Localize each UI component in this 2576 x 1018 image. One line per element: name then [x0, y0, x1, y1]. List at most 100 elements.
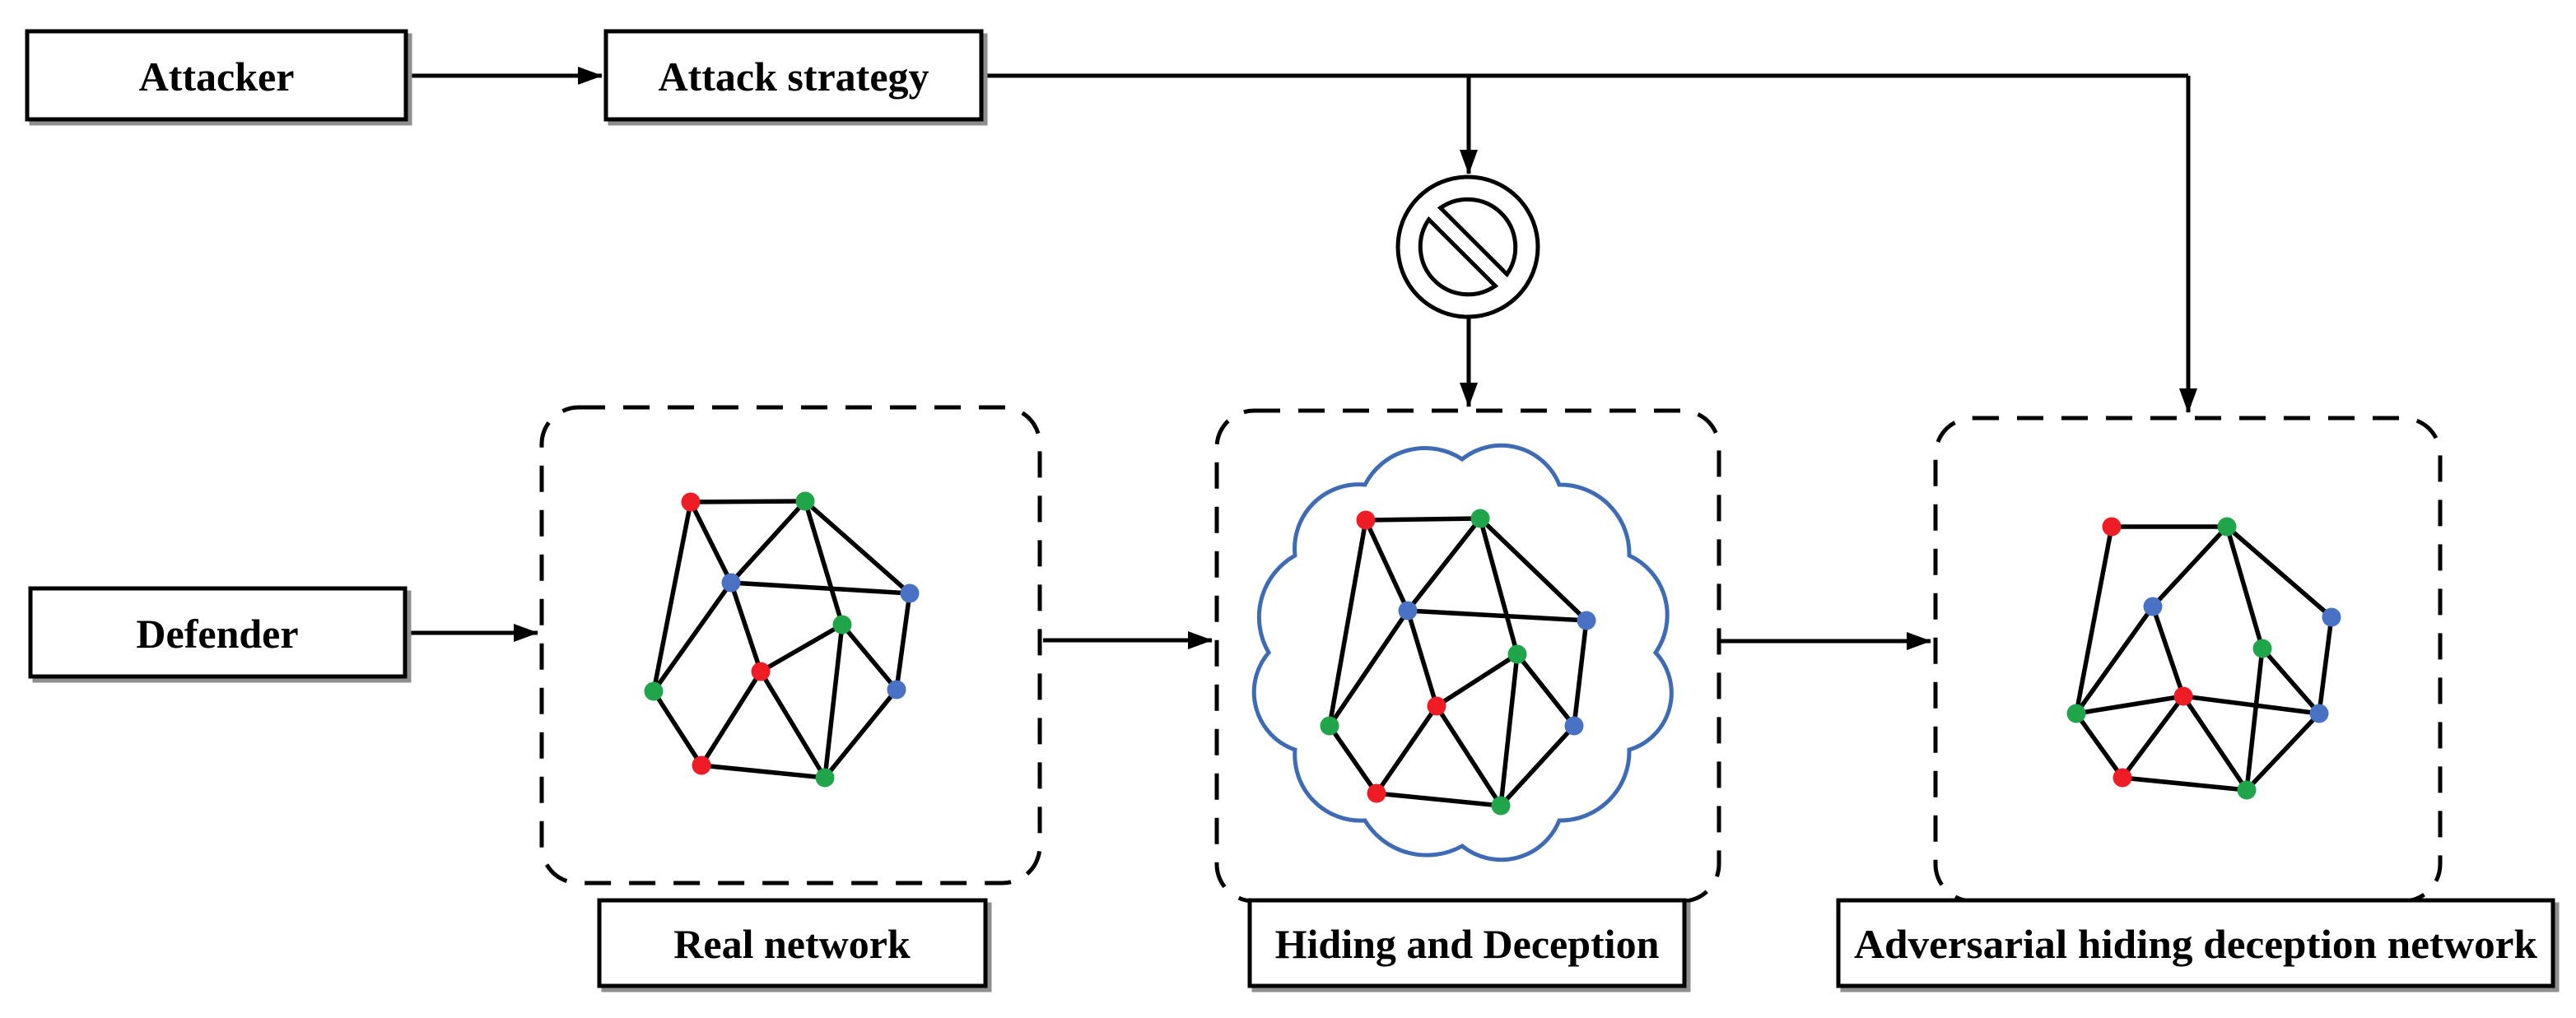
graph-node-red	[1356, 510, 1376, 530]
stage-containers	[539, 405, 2443, 904]
prohibition-lower-segment	[1418, 216, 1499, 297]
graph-edge	[803, 500, 845, 625]
real-network-label: Real network	[673, 921, 911, 967]
flow-arrows	[405, 67, 2197, 650]
attack-strategy-label: Attack strategy	[658, 53, 929, 100]
graph-edge	[1363, 518, 1410, 612]
solid-boxes: Attacker Attack strategy Defender Real n…	[25, 29, 2560, 992]
graph-edge	[729, 500, 808, 584]
graph-edge	[894, 593, 912, 690]
prohibition-outer-circle	[1395, 174, 1540, 319]
graph-edge	[1327, 519, 1368, 727]
hiding-deception-label-border	[1247, 898, 1687, 988]
graph-edge	[729, 582, 763, 672]
graph-edge	[2244, 648, 2265, 791]
attack-strategy-box-border	[603, 29, 984, 122]
graph-node-red	[751, 662, 771, 681]
hiding-deception-label-box: Hiding and Deception	[1247, 898, 1691, 992]
adversarial-graph	[2066, 517, 2341, 800]
graph-edge	[2181, 695, 2249, 792]
real-network-label-border	[597, 898, 988, 988]
graph-node-green	[644, 681, 664, 701]
graph-edge	[2074, 712, 2125, 779]
graph-node-green	[1507, 644, 1527, 664]
graph-edge	[2260, 647, 2322, 715]
graph-edge	[822, 624, 845, 779]
graph-edge	[1498, 724, 1577, 807]
graph-edge	[1407, 608, 1587, 623]
graph-edge	[2075, 694, 2184, 716]
real-network-graph	[644, 491, 920, 788]
prohibition-icon	[1395, 174, 1540, 319]
graph-node-red	[2102, 517, 2122, 537]
real-network-container	[539, 405, 1042, 886]
graph-node-blue	[2143, 597, 2163, 616]
graph-edge	[2120, 695, 2186, 779]
graph-node-blue	[887, 680, 906, 700]
graph-node-green	[1491, 796, 1511, 816]
graph-edge	[1327, 724, 1379, 795]
graph-edge	[690, 499, 806, 504]
graph-node-blue	[2309, 704, 2329, 723]
graph-edge	[651, 690, 704, 767]
graph-edge	[2122, 775, 2248, 793]
adversarial-container	[1933, 416, 2443, 904]
graph-edge	[2182, 694, 2320, 716]
adversarial-label-border	[1836, 898, 2555, 988]
graph-edge	[651, 581, 734, 693]
graph-edge	[2224, 526, 2265, 649]
real-network-label-box: Real network	[597, 898, 992, 992]
adversarial-label-box: Adversarial hiding deception network	[1836, 898, 2560, 992]
hiding-deception-container	[1214, 408, 1721, 904]
graph-node-green	[832, 615, 852, 635]
graph-edge	[1327, 609, 1410, 727]
graph-edge	[1376, 791, 1502, 808]
graph-node-blue	[1564, 716, 1584, 736]
graph-edge	[1365, 516, 1481, 523]
graph-node-blue	[2322, 607, 2341, 627]
graph-node-green	[2252, 639, 2272, 658]
graph-edge	[1498, 653, 1520, 806]
graph-node-green	[1470, 509, 1490, 528]
graph-edge	[822, 688, 899, 779]
defender-box: Defender	[28, 586, 412, 683]
graph-node-green	[2066, 704, 2086, 723]
graph-node-blue	[1398, 601, 1418, 621]
attack-strategy-box: Attack strategy	[603, 29, 988, 126]
graph-edge	[2317, 616, 2334, 714]
graph-node-red	[681, 492, 701, 512]
graph-edge	[2074, 605, 2155, 715]
graph-edge	[1374, 704, 1439, 795]
graph-edge	[2225, 524, 2333, 620]
graph-node-green	[2217, 517, 2237, 537]
attacker-label: Attacker	[139, 53, 295, 100]
graph-edge	[2074, 526, 2114, 714]
graph-edge	[758, 670, 827, 779]
prohibition-upper-segment	[1437, 197, 1518, 278]
graph-edge	[2150, 606, 2186, 697]
graph-edge	[840, 623, 899, 691]
graph-node-red	[2173, 686, 2193, 706]
graph-edge	[2150, 525, 2229, 608]
attacker-box: Attacker	[25, 29, 412, 126]
graph-node-green	[1320, 716, 1339, 736]
hiding-deception-label: Hiding and Deception	[1275, 921, 1660, 967]
graph-node-green	[795, 491, 815, 511]
graph-edge	[1405, 610, 1439, 707]
graph-edge	[701, 763, 826, 780]
graph-edge	[1572, 620, 1589, 727]
graph-edge	[1435, 652, 1519, 709]
graph-node-red	[2113, 768, 2132, 788]
graph-edge	[699, 670, 763, 767]
graph-node-green	[2237, 780, 2257, 800]
graph-edge	[730, 580, 911, 596]
defender-label: Defender	[136, 611, 298, 657]
defender-box-border	[28, 586, 408, 679]
cloud-outline	[1251, 443, 1674, 862]
graph-edge	[804, 499, 911, 596]
graph-node-red	[692, 755, 711, 775]
graph-node-blue	[900, 583, 920, 603]
adversarial-label: Adversarial hiding deception network	[1854, 921, 2537, 967]
